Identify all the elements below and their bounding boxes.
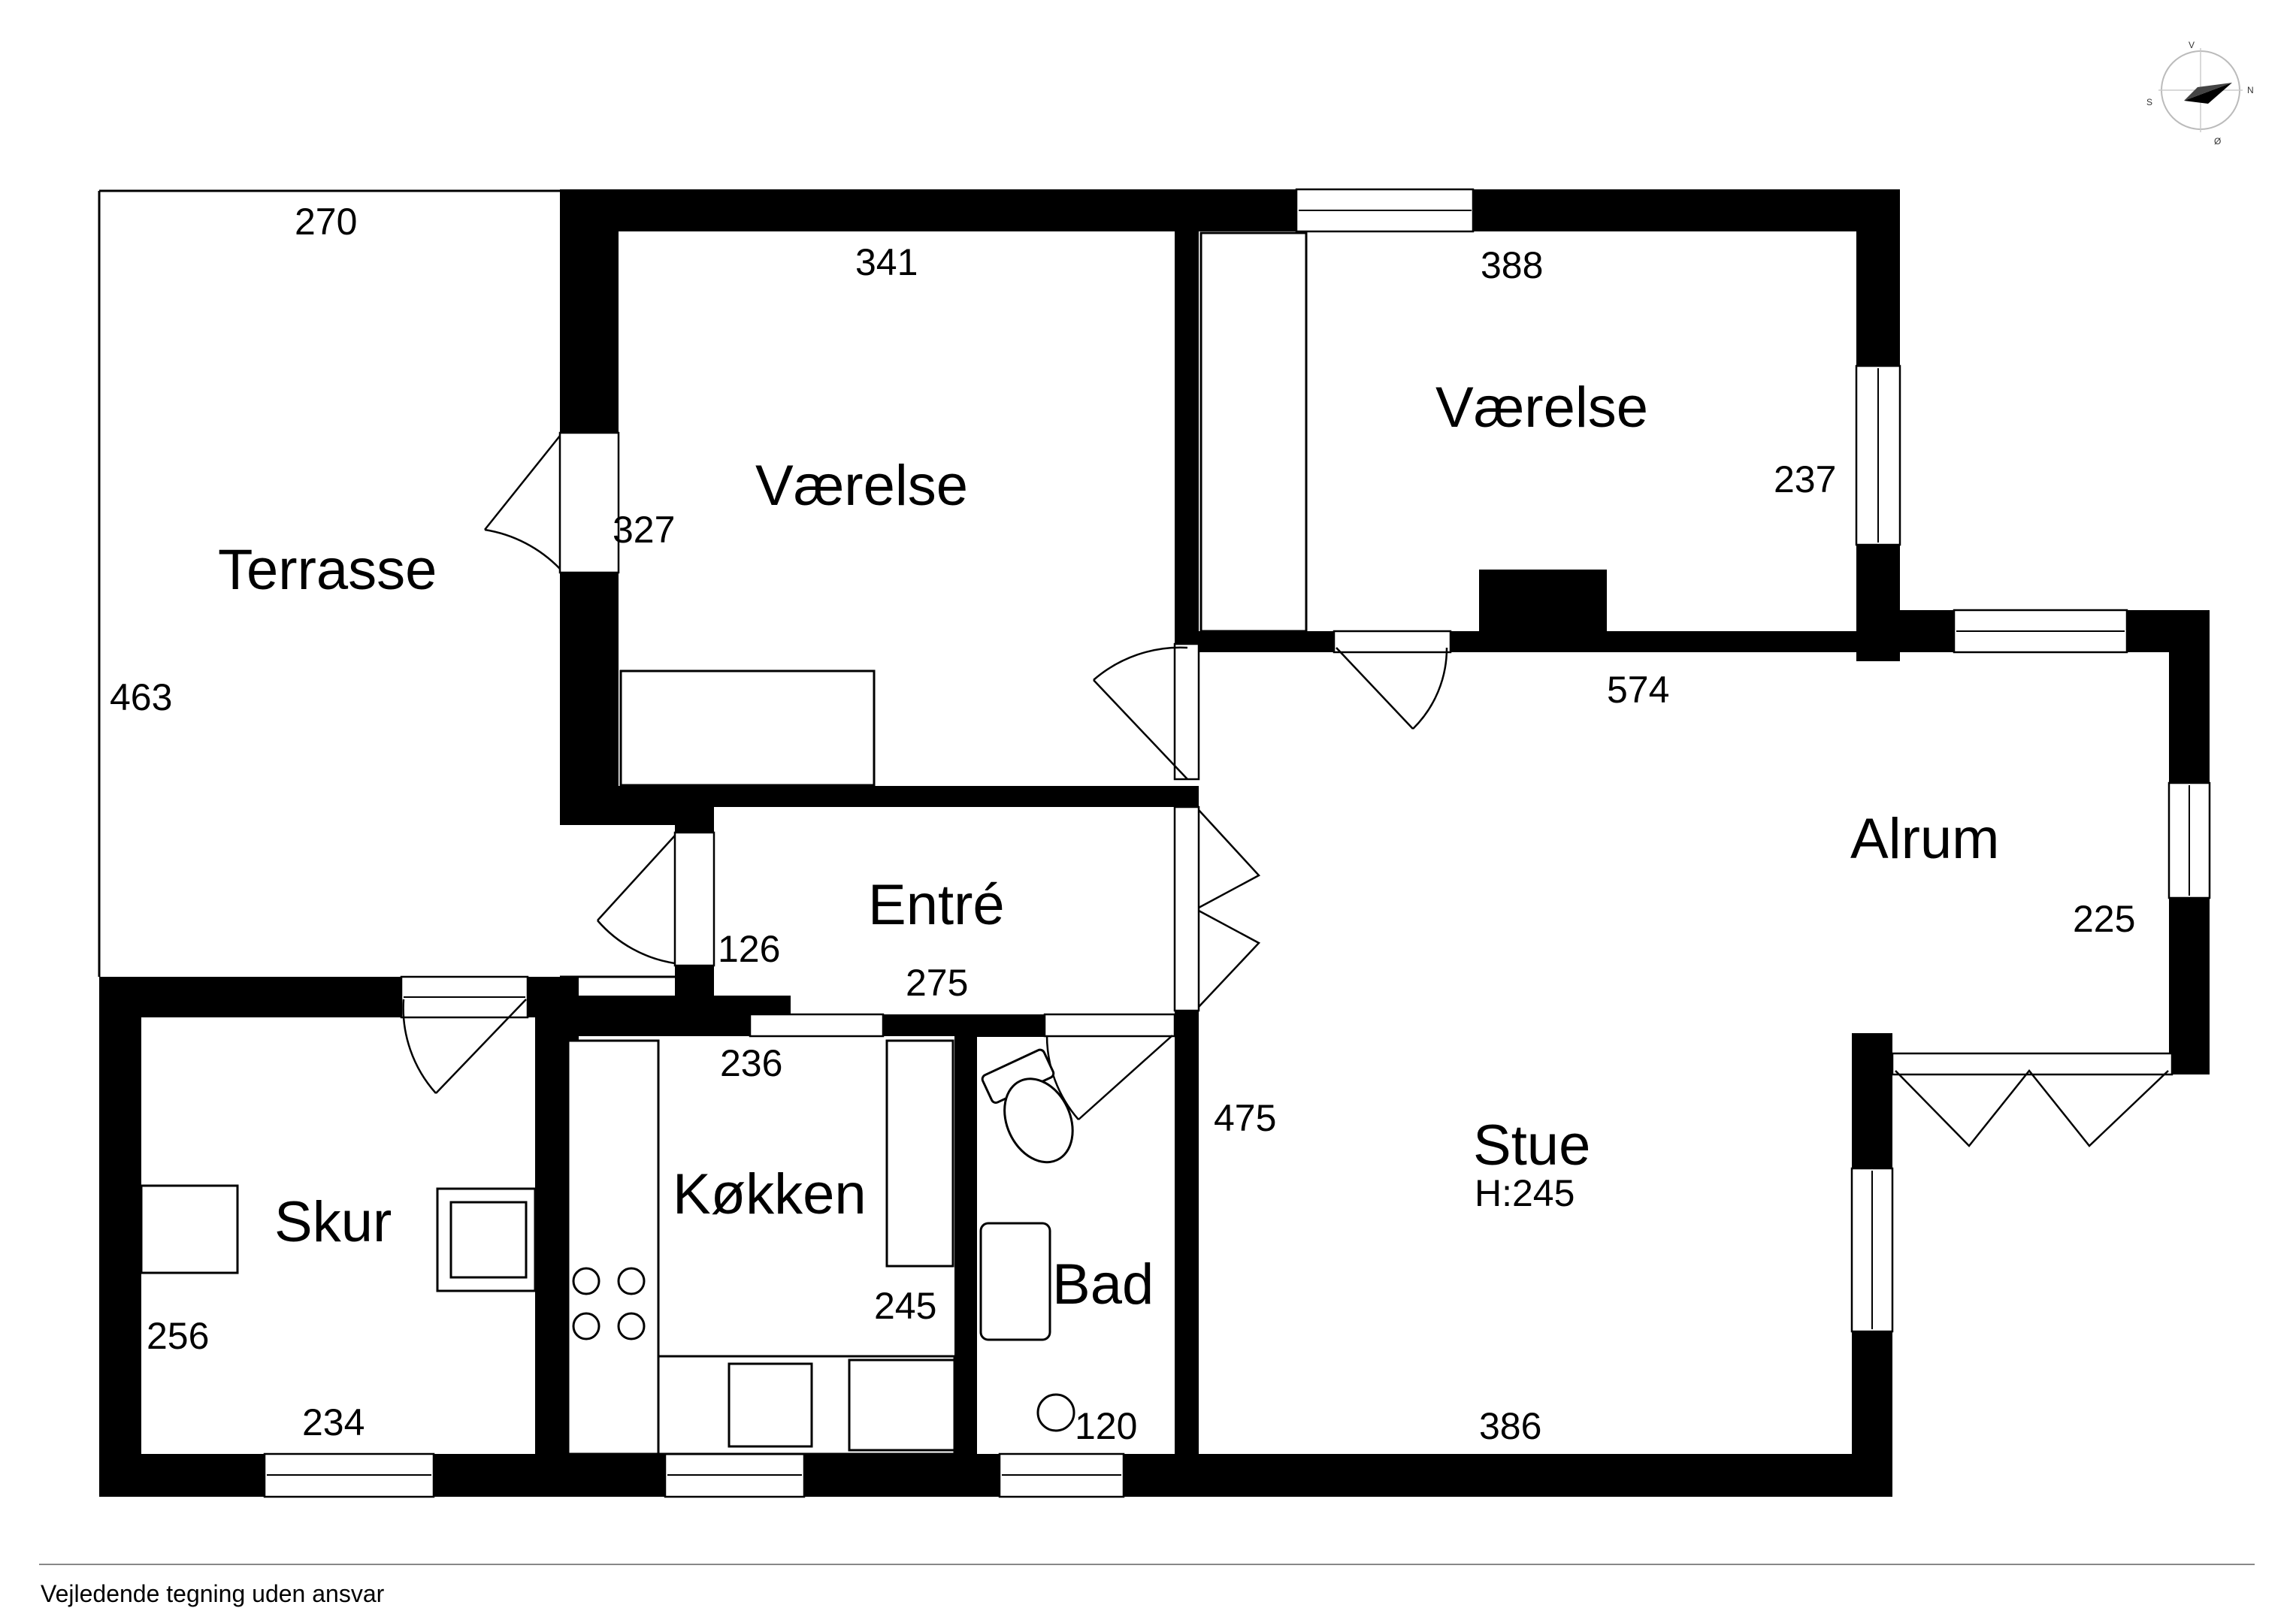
dim-stue-depth: 475 [1214, 1097, 1276, 1139]
shower-icon [1036, 1393, 1075, 1432]
stove [617, 1312, 646, 1340]
room-vaerelse-1: Værelse [755, 454, 968, 518]
compass-south: S [2146, 97, 2152, 107]
window [749, 1013, 885, 1038]
dim-entre-width: 275 [906, 962, 968, 1004]
dim-bad-width: 120 [1075, 1405, 1137, 1447]
dim-vaerelse-1-depth: 327 [613, 509, 675, 551]
dim-alrum-width: 574 [1607, 669, 1669, 711]
dimension-labels: 270 463 341 327 388 237 574 225 275 126 … [110, 201, 2135, 1447]
door-swing [1895, 1068, 2169, 1147]
walls [99, 189, 2210, 1497]
dim-skur-width: 234 [302, 1401, 365, 1443]
room-bad: Bad [1052, 1253, 1154, 1316]
dim-vaerelse-1-width: 341 [855, 241, 918, 283]
compass-east: Ø [2214, 136, 2221, 147]
dishwasher [848, 1359, 956, 1452]
room-alrum: Alrum [1850, 807, 1999, 871]
compass-north: N [2247, 85, 2254, 95]
windows [263, 188, 2211, 1498]
dim-alrum-depth: 225 [2073, 898, 2135, 940]
room-kokken: Køkken [673, 1162, 867, 1226]
sink [728, 1362, 813, 1448]
fixtures [140, 231, 1308, 1455]
desk [619, 669, 876, 787]
dim-stue-width: 386 [1479, 1405, 1541, 1447]
shed-table [140, 1184, 239, 1274]
door-swing [1045, 1035, 1173, 1120]
door-swing [484, 435, 561, 570]
kitchen-counter [567, 1039, 660, 1455]
dim-kokken-width: 236 [720, 1042, 782, 1084]
disclaimer-text: Vejledende tegning uden ansvar [41, 1580, 385, 1607]
door-swing [597, 835, 676, 965]
toilet-icon [981, 1048, 1074, 1164]
compass-west: V [2189, 40, 2195, 50]
dim-terrasse-depth: 463 [110, 676, 172, 718]
doors [402, 431, 2173, 1147]
room-labels: Terrasse Værelse Værelse Alrum Entré Stu… [218, 376, 1999, 1316]
room-stue-height: H:245 [1475, 1172, 1575, 1214]
dim-terrasse-width: 270 [295, 201, 357, 243]
dim-vaerelse-2-width: 388 [1481, 244, 1543, 286]
dim-kokken-depth: 245 [874, 1285, 936, 1327]
dim-entre-depth: 126 [718, 928, 780, 970]
door-swing [1198, 809, 1261, 1008]
fridge [885, 1039, 954, 1268]
door-swing [402, 999, 527, 1094]
room-stue: Stue [1473, 1114, 1590, 1177]
door-swing [1336, 647, 1448, 730]
room-entre: Entré [868, 873, 1005, 937]
bath-sink [979, 1222, 1051, 1341]
dim-skur-depth: 256 [147, 1315, 209, 1357]
room-vaerelse-2: Værelse [1435, 376, 1648, 440]
room-terrasse: Terrasse [218, 538, 437, 602]
compass-icon: N S V Ø [2146, 40, 2254, 147]
room-skur: Skur [274, 1190, 392, 1254]
door-swing [1093, 646, 1188, 780]
wardrobe [1199, 231, 1308, 633]
dim-vaerelse-2-depth: 237 [1774, 458, 1836, 500]
